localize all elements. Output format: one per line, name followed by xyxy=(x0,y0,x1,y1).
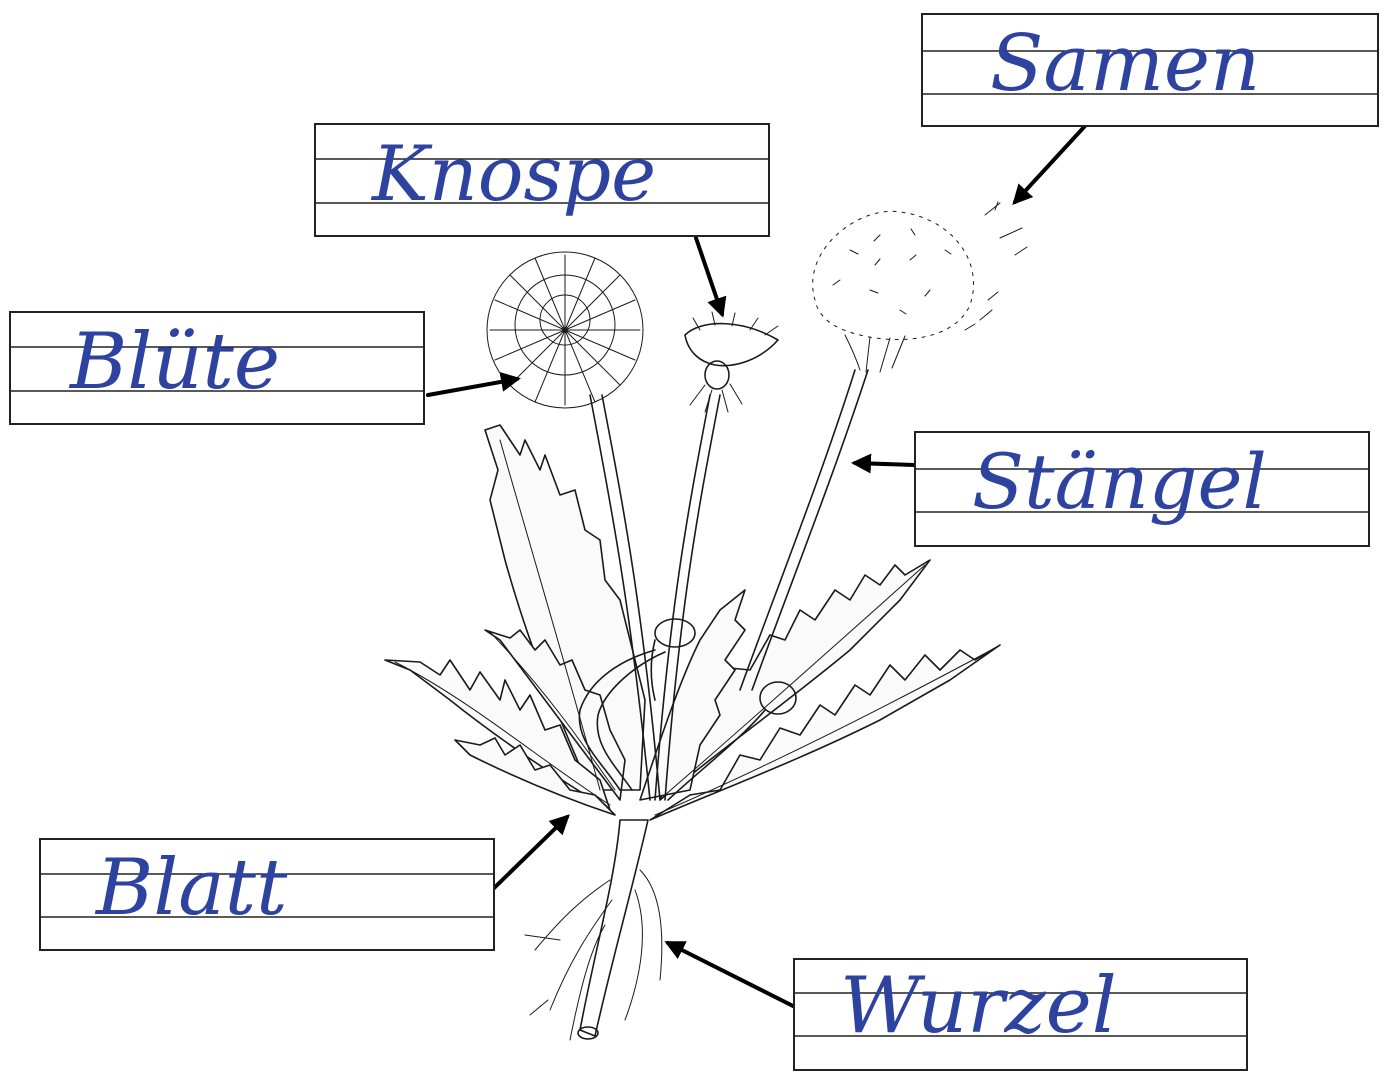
label-samen: Samen xyxy=(990,19,1260,109)
bud-head xyxy=(685,312,778,412)
root xyxy=(525,820,662,1040)
arrow-staengel xyxy=(855,463,914,465)
label-bluete: Blüte xyxy=(68,317,280,407)
label-wurzel: Wurzel xyxy=(840,961,1117,1051)
seed-head xyxy=(813,202,1027,372)
label-box-knospe: Knospe xyxy=(315,124,769,236)
label-staengel: Stängel xyxy=(972,437,1267,526)
arrow-bluete xyxy=(428,379,517,395)
label-blatt: Blatt xyxy=(94,843,288,933)
label-box-wurzel: Wurzel xyxy=(794,959,1247,1070)
arrow-knospe xyxy=(696,238,722,314)
arrow-blatt xyxy=(490,817,567,892)
arrow-wurzel xyxy=(668,943,797,1008)
label-box-samen: Samen xyxy=(922,14,1378,126)
label-box-blatt: Blatt xyxy=(40,839,494,950)
label-box-staengel: Stängel xyxy=(915,432,1369,546)
blossom-head xyxy=(487,252,643,408)
label-box-bluete: Blüte xyxy=(10,312,424,424)
label-knospe: Knospe xyxy=(370,129,656,218)
arrow-samen xyxy=(1015,126,1085,202)
